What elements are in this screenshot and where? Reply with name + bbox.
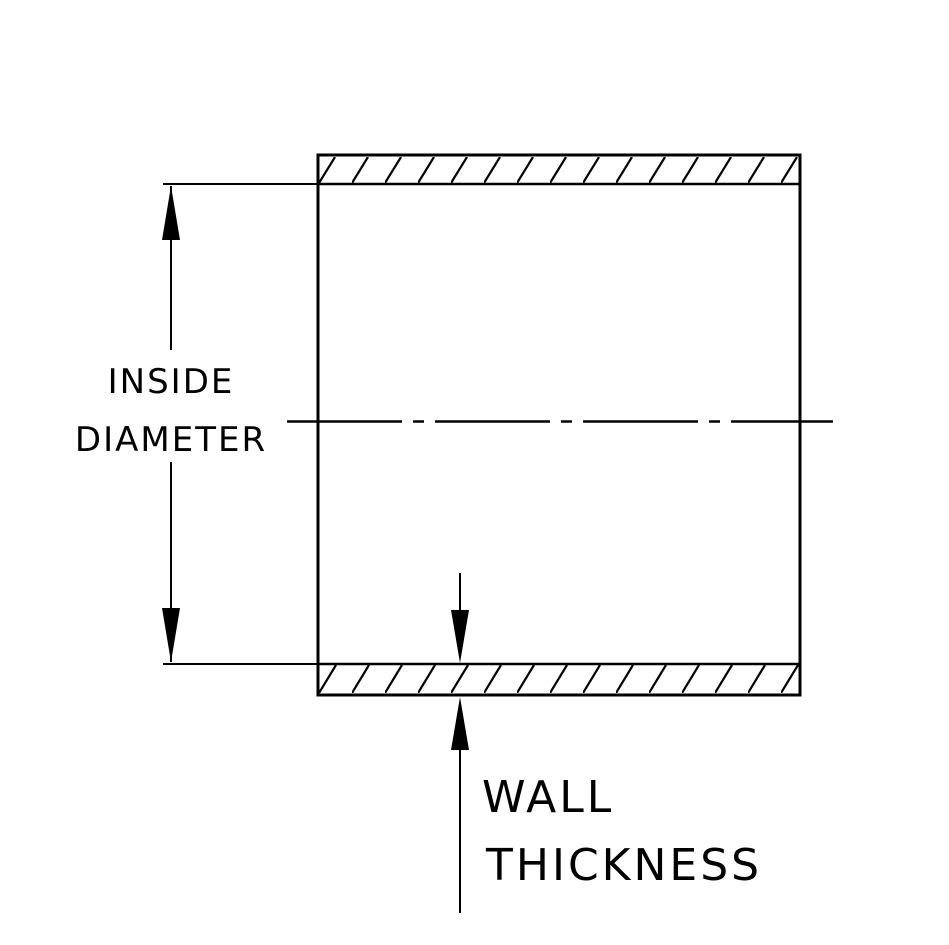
wall-thickness-arrow-up-icon: [451, 697, 469, 750]
inside-diameter-arrow-down-icon: [162, 608, 180, 662]
inside-diameter-label-line2: DIAMETER: [75, 420, 267, 460]
wall-thickness-arrow-down-icon: [451, 610, 469, 663]
tube-outline: [316, 153, 802, 697]
top-wall-hatch: [319, 157, 799, 183]
wall-thickness-label-line2: THICKNESS: [485, 840, 762, 891]
inside-diameter-arrow-up-icon: [162, 186, 180, 240]
bottom-wall-hatch: [319, 665, 799, 693]
wall-thickness-label-line1: WALL: [482, 772, 614, 823]
inside-diameter-label-line1: INSIDE: [108, 362, 235, 402]
